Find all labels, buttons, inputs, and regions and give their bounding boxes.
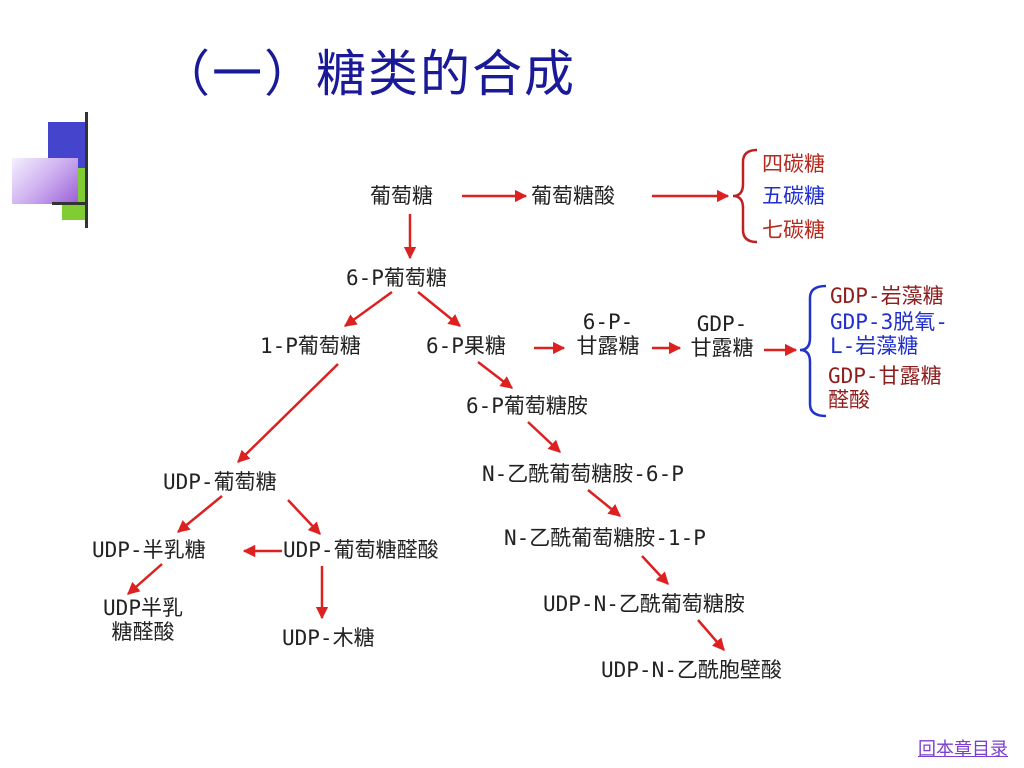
arrow-f6p-to-glcn6p (477, 361, 513, 389)
arrow-udpglcnac-to-udpmurnac (697, 619, 725, 651)
brace-four-carbon-group (732, 148, 758, 244)
node-gdp-fucose: GDP-岩藻糖 (830, 284, 944, 308)
node-udp-galacturonic-acid-line2: 糖醛酸 (111, 620, 175, 644)
node-gdp-mannose-line2: 甘露糖 (690, 336, 754, 360)
arrow-glcn6p-to-glcnac6p (527, 421, 561, 453)
node-glucose: 葡萄糖 (370, 184, 433, 208)
node-mannose-6-phosphate: 6-P- 甘露糖 (565, 310, 651, 358)
node-heptose: 七碳糖 (762, 218, 825, 242)
node-udp-galactose: UDP-半乳糖 (92, 538, 206, 562)
brace-gdp-products (799, 284, 827, 418)
arrow-udpgal-to-udpgalua (127, 563, 163, 595)
deco-horizontal-line (52, 202, 88, 205)
node-udp-n-acetylglucosamine: UDP-N-乙酰葡萄糖胺 (543, 592, 745, 616)
node-udp-glucose: UDP-葡萄糖 (163, 470, 277, 494)
node-udp-galacturonic-acid-line1: UDP半乳 (103, 596, 183, 620)
node-glucose-1-phosphate: 1-P葡萄糖 (260, 334, 361, 358)
deco-gradient-block (12, 158, 78, 204)
node-gdp-mannuronic-acid-line1: GDP-甘露糖 (828, 364, 942, 388)
arrow-udpglc-to-udpgal (177, 495, 223, 533)
node-gdp-mannose: GDP- 甘露糖 (680, 312, 764, 360)
arrow-g6p-to-g1p (343, 290, 393, 328)
node-gdp-3-deoxy: GDP-3脱氧- L-岩藻糖 (830, 310, 948, 358)
node-mannose-6-phosphate-line1: 6-P- (582, 310, 634, 334)
arrow-g6p-to-f6p (417, 291, 461, 327)
node-pentose: 五碳糖 (762, 184, 825, 208)
node-mannose-6-phosphate-line2: 甘露糖 (576, 334, 640, 358)
node-n-acetylglucosamine-1-phosphate: N-乙酰葡萄糖胺-1-P (504, 526, 706, 550)
node-udp-xylose: UDP-木糖 (282, 626, 375, 650)
node-tetrose: 四碳糖 (762, 152, 825, 176)
node-udp-glucuronic-acid: UDP-葡萄糖醛酸 (283, 538, 439, 562)
arrow-glcnac1p-to-udpglcnac (641, 555, 669, 585)
page-title: （一）糖类的合成 (160, 45, 576, 103)
node-n-acetylglucosamine-6-phosphate: N-乙酰葡萄糖胺-6-P (482, 462, 684, 486)
node-gdp-mannuronic-acid: GDP-甘露糖 醛酸 (828, 364, 942, 412)
node-udp-n-acetylmuramic-acid: UDP-N-乙酰胞壁酸 (601, 658, 782, 682)
node-gdp-mannuronic-acid-line2: 醛酸 (828, 388, 870, 412)
arrow-udpglc-to-udpglcua (287, 499, 321, 535)
node-gdp-3-deoxy-line2: L-岩藻糖 (830, 334, 919, 358)
node-gdp-mannose-line1: GDP- (696, 312, 748, 336)
deco-vertical-line (85, 112, 88, 228)
node-gluconic-acid: 葡萄糖酸 (531, 184, 615, 208)
back-to-chapter-link[interactable]: 回本章目录 (918, 739, 1008, 760)
arrow-g1p-to-udpglc (237, 363, 339, 463)
node-udp-galacturonic-acid: UDP半乳 糖醛酸 (88, 596, 198, 644)
arrow-glcnac6p-to-glcnac1p (587, 489, 621, 517)
node-glucosamine-6-phosphate: 6-P葡萄糖胺 (466, 394, 588, 418)
node-glucose-6-phosphate: 6-P葡萄糖 (346, 266, 447, 290)
node-fructose-6-phosphate: 6-P果糖 (426, 334, 506, 358)
node-gdp-3-deoxy-line1: GDP-3脱氧- (830, 310, 948, 334)
